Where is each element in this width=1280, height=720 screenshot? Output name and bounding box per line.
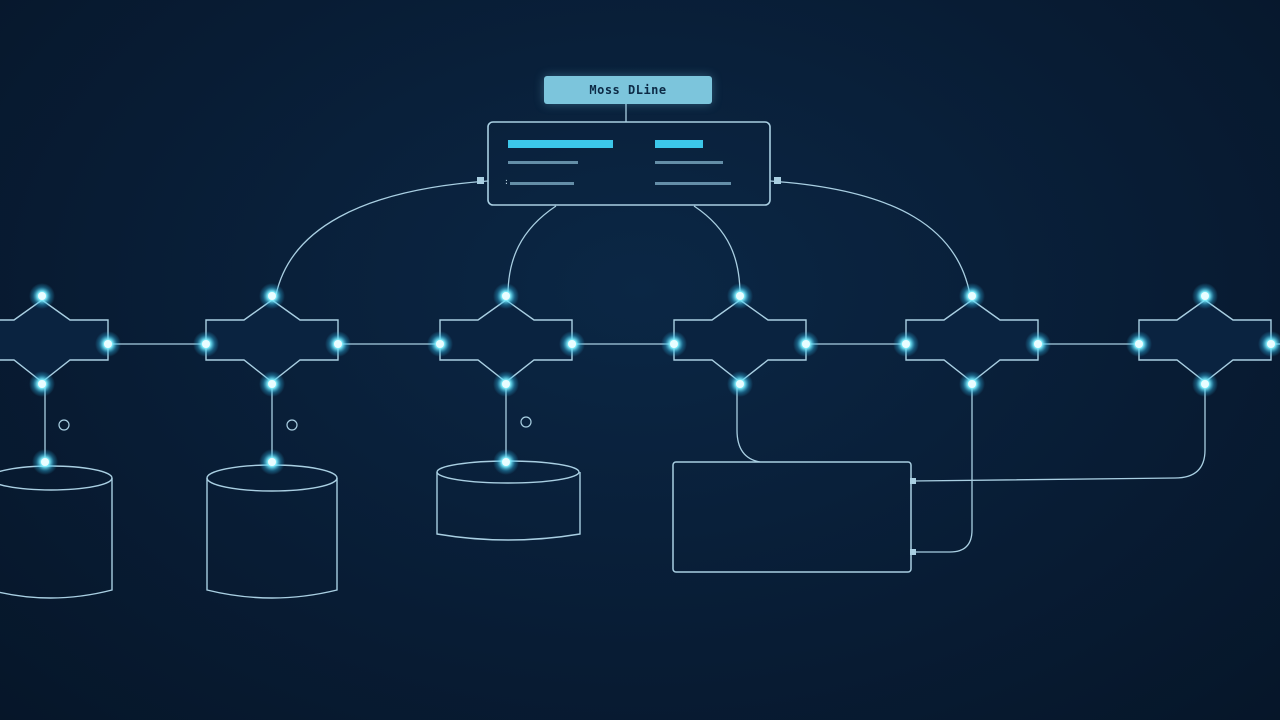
port-square (477, 177, 484, 184)
ring-marker (520, 416, 532, 428)
edge-node-5-detail (912, 384, 973, 553)
glow-port-core (968, 380, 976, 388)
glow-port-core (670, 340, 678, 348)
header-bar-right (655, 140, 703, 148)
header-bar-left (508, 140, 613, 148)
edge-node-4-detail (736, 384, 761, 463)
glow-port-core (202, 340, 210, 348)
node-group (0, 299, 1272, 383)
diagram-title: Moss DLine (544, 76, 712, 104)
port-square (910, 478, 916, 484)
glow-port-core (1034, 340, 1042, 348)
ring-marker (58, 419, 70, 431)
glow-port-core (1201, 292, 1209, 300)
port-square (774, 177, 781, 184)
glow-port-core (902, 340, 910, 348)
header-text-col1: : (504, 177, 510, 186)
process-node-2 (205, 299, 339, 383)
glow-port-core (104, 340, 112, 348)
header-text-line (655, 161, 723, 164)
ring-marker (286, 419, 298, 431)
database-2 (206, 464, 338, 599)
process-node-4 (673, 299, 807, 383)
edge-header-to-node-4 (693, 205, 741, 296)
process-node-3 (439, 299, 573, 383)
glow-group (29, 283, 1280, 475)
glow-port-core (736, 380, 744, 388)
process-node-1 (0, 299, 109, 383)
glow-port-core (568, 340, 576, 348)
glow-port-core (802, 340, 810, 348)
database-1 (0, 465, 113, 599)
glow-port-core (268, 292, 276, 300)
glow-port-core (38, 292, 46, 300)
glow-port-core (502, 380, 510, 388)
process-node-5 (905, 299, 1039, 383)
glow-port-core (41, 458, 49, 466)
glow-port-core (436, 340, 444, 348)
header-text-line (510, 182, 574, 185)
header-text-line (655, 182, 731, 185)
glow-port-core (268, 458, 276, 466)
glow-port-core (334, 340, 342, 348)
glow-port-core (1267, 340, 1275, 348)
glow-port-core (736, 292, 744, 300)
port-square (910, 549, 916, 555)
glow-port-core (1135, 340, 1143, 348)
detail-box (672, 461, 912, 573)
process-node-6 (1138, 299, 1272, 383)
glow-port-core (38, 380, 46, 388)
header-text-line (508, 161, 578, 164)
glow-port-core (502, 292, 510, 300)
glow-port-core (502, 458, 510, 466)
edge-node-6-detail (911, 384, 1206, 482)
edge-header-to-node-5 (769, 180, 971, 296)
glow-port-core (968, 292, 976, 300)
edge-header-to-node-2 (275, 180, 489, 296)
header-box (487, 121, 771, 206)
glow-port-core (268, 380, 276, 388)
edge-header-to-node-3 (507, 205, 557, 296)
glow-port-core (1201, 380, 1209, 388)
